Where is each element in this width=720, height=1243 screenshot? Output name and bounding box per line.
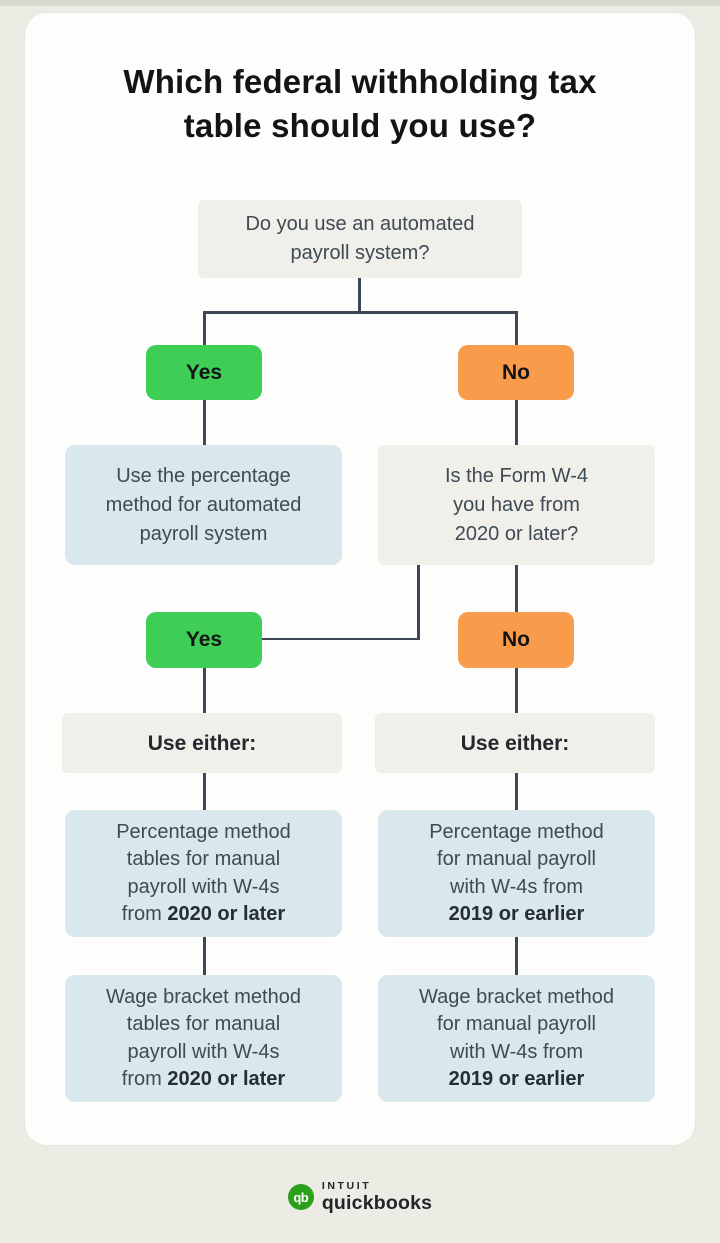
node-result-percentage-2019: Percentage method for manual payroll wit… [378, 810, 655, 937]
node-result-wage-bracket-2019: Wage bracket method for manual payroll w… [378, 975, 655, 1102]
no-2-label: No [502, 628, 530, 651]
node-yes-2: Yes [146, 612, 262, 668]
yes-2-label: Yes [185, 628, 223, 651]
top-edge-strip [0, 0, 720, 6]
yes-1-label: Yes [185, 360, 223, 384]
connector-result-left-down [203, 937, 206, 975]
node-question-automated-payroll: Do you use an automated payroll system? [198, 200, 522, 278]
connector-to-yes1 [203, 311, 206, 345]
connector-q2-no-down [515, 565, 518, 612]
page-title: Which federal withholding tax table shou… [123, 63, 597, 144]
no-1-label: No [502, 360, 530, 384]
brand-wordmark: INTUIT quickbooks [322, 1181, 432, 1213]
connector-q2-yes-elbow [262, 637, 419, 640]
connector-q2-yes-stem [417, 565, 420, 640]
intuit-wordmark: INTUIT [321, 1180, 372, 1192]
connector-yes1-down [203, 400, 206, 445]
node-percentage-automated: Use the percentage method for automated … [65, 445, 342, 565]
connector-q1-stem [358, 278, 361, 313]
connector-use-either-right-down [515, 773, 518, 810]
connector-yes2-down [203, 668, 206, 713]
node-use-either-left: Use either: [62, 713, 342, 773]
quickbooks-circle-icon: qb [287, 1184, 314, 1210]
node-no-1: No [458, 345, 574, 400]
qb-monogram: qb [293, 1189, 309, 1205]
node-no-2: No [458, 612, 574, 668]
connector-q1-split [203, 311, 518, 314]
connector-no2-down [515, 668, 518, 713]
connector-no1-down [515, 400, 518, 445]
connector-use-either-left-down [203, 773, 206, 810]
quickbooks-wordmark: quickbooks [321, 1191, 433, 1214]
node-question-w4-year: Is the Form W-4 you have from 2020 or la… [378, 445, 655, 565]
node-result-wage-bracket-2020: Wage bracket method tables for manual pa… [65, 975, 342, 1102]
node-yes-1: Yes [146, 345, 262, 400]
connector-result-right-down [515, 937, 518, 975]
node-result-percentage-2020: Percentage method tables for manual payr… [65, 810, 342, 937]
node-use-either-right: Use either: [375, 713, 655, 773]
connector-to-no1 [515, 311, 518, 345]
quickbooks-logo: qb INTUIT quickbooks [0, 1181, 720, 1213]
